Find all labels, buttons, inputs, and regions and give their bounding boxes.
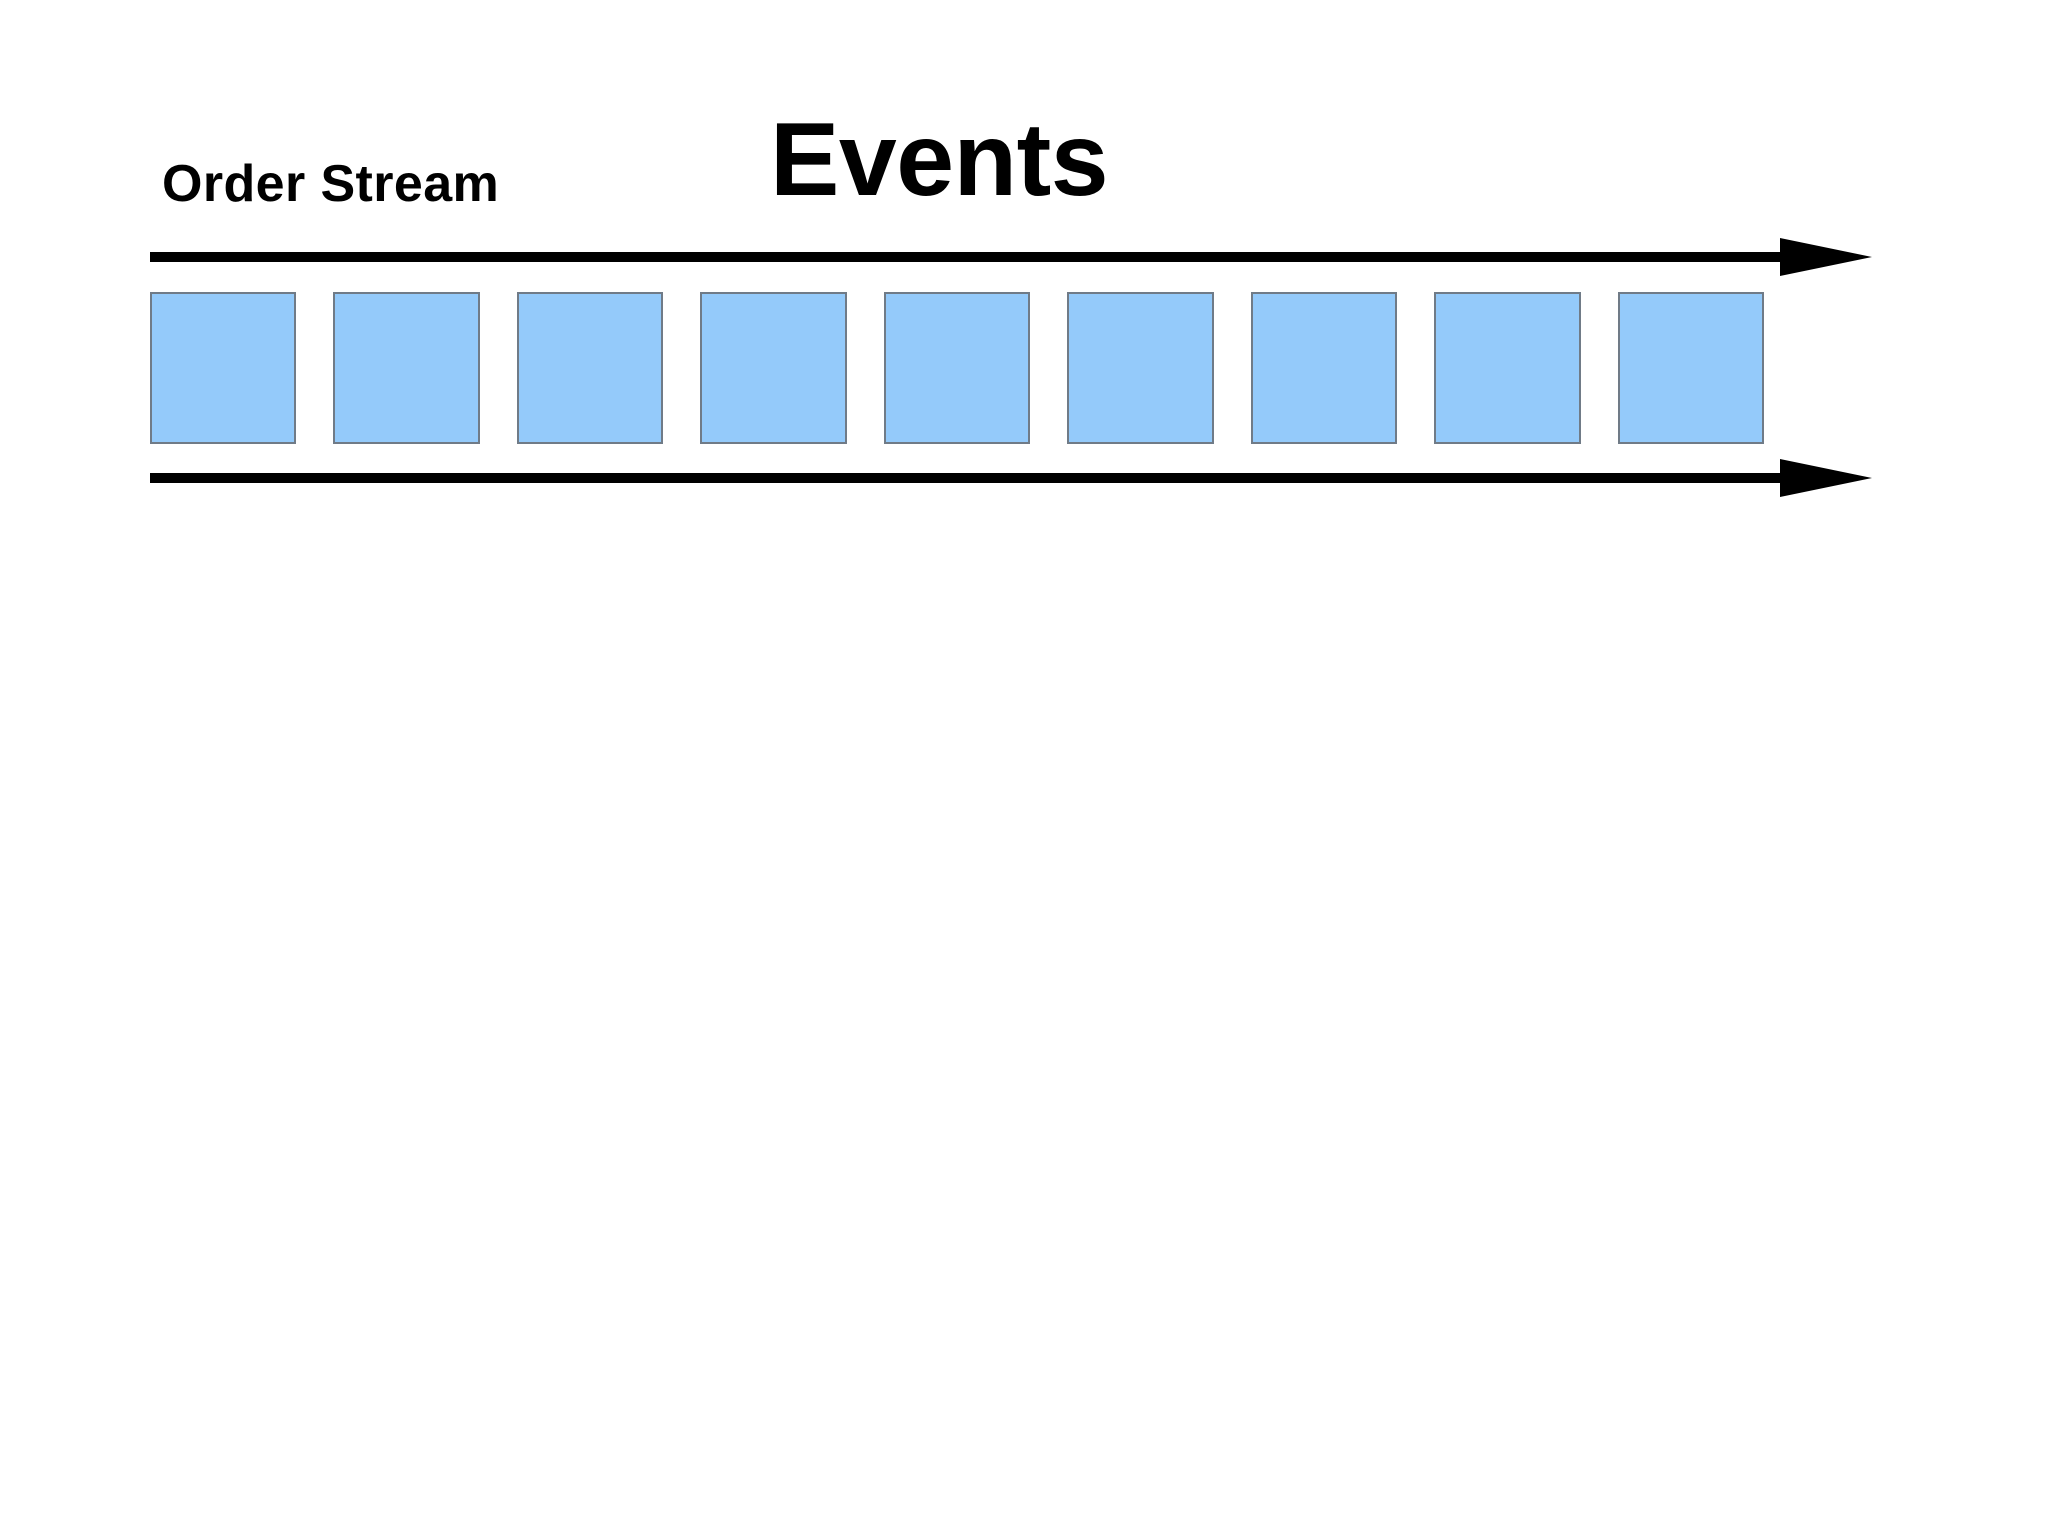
- event-box[interactable]: [1250, 292, 1398, 444]
- page-title: Events: [770, 102, 1109, 218]
- right-arrow-icon: [150, 459, 1872, 497]
- event-box[interactable]: [700, 292, 847, 444]
- right-arrow-icon: [150, 238, 1872, 276]
- event-box[interactable]: [333, 292, 480, 444]
- event-box[interactable]: [1617, 292, 1764, 444]
- event-box[interactable]: [516, 292, 664, 444]
- top-timeline-arrow: [150, 234, 1872, 280]
- event-box[interactable]: [150, 292, 297, 444]
- event-box-strip: [150, 292, 1764, 444]
- order-stream-label: Order Stream: [162, 155, 500, 213]
- bottom-timeline-arrow: [150, 455, 1872, 501]
- event-box[interactable]: [1067, 292, 1214, 444]
- event-box[interactable]: [883, 292, 1031, 444]
- event-box[interactable]: [1434, 292, 1581, 444]
